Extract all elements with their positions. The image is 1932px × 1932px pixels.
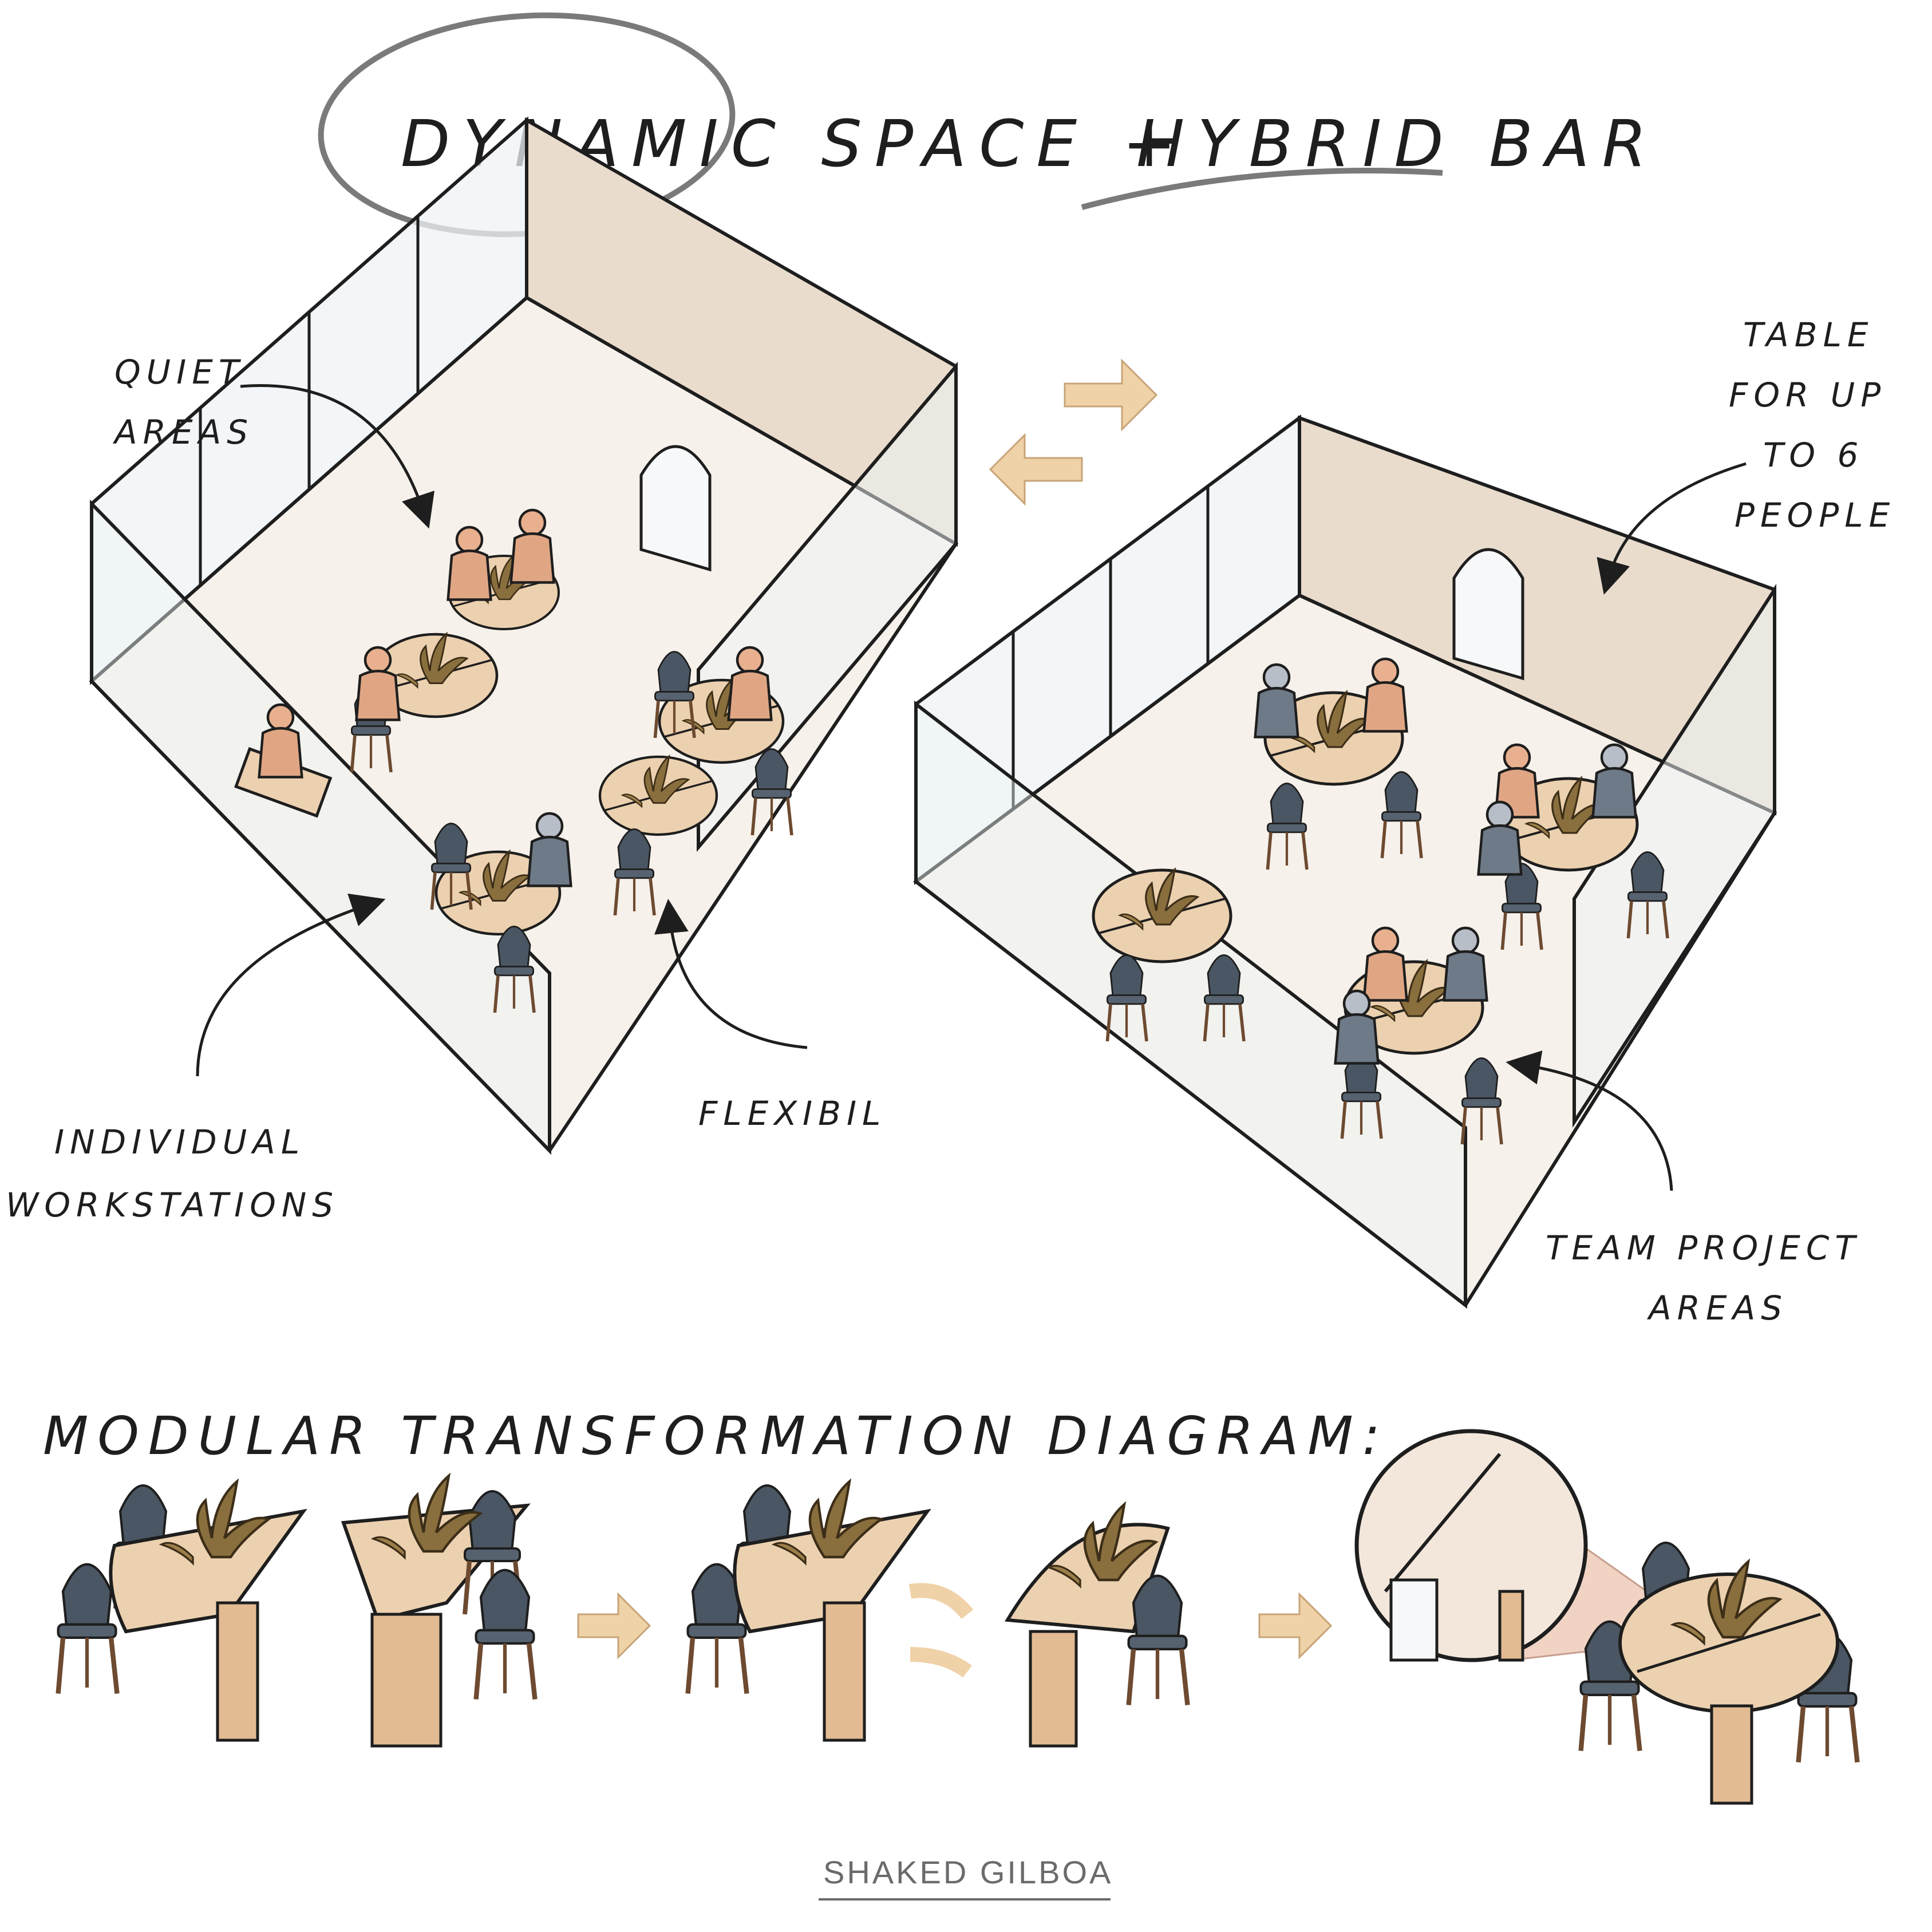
title-hybrid-bar: HYBRID BAR [1136, 107, 1659, 181]
label-for-up: FOR UP [1729, 376, 1886, 414]
label-table: TABLE [1743, 315, 1874, 354]
label-team-project: TEAM PROJECT [1546, 1228, 1861, 1267]
label-individual: INDIVIDUAL [54, 1123, 305, 1161]
flexibil-leader [654, 899, 808, 1049]
right-room-arched-door [1452, 548, 1524, 681]
left-room-front-glass [90, 499, 551, 1155]
left-room-labels: QUIET AREAS INDIVIDUAL WORKSTATIONS FLEX… [6, 353, 886, 1224]
right-room-illustration [913, 414, 1777, 1309]
label-workstations: WORKSTATIONS [6, 1186, 339, 1224]
left-room-arched-door [639, 445, 712, 572]
module-stage-3 [688, 1481, 974, 1742]
diagram-heading: MODULAR TRANSFORMATION DIAGRAM: [43, 1405, 1389, 1467]
module-stage-1 [58, 1481, 307, 1742]
arrow-right [1064, 358, 1158, 432]
label-people: PEOPLE [1735, 496, 1895, 535]
title-underline [1081, 168, 1443, 210]
module-stage-2 [341, 1476, 535, 1748]
stage-arrow-2 [1258, 1592, 1333, 1660]
quiet-areas-leader [240, 384, 434, 529]
module-stage-4 [1004, 1504, 1188, 1748]
right-room-labels: TABLE FOR UP TO 6 PEOPLE TEAM PROJECT AR… [1506, 315, 1895, 1327]
team-project-leader [1506, 1050, 1673, 1191]
table-for-6-leader [1597, 462, 1747, 595]
arrow-left [989, 433, 1083, 506]
right-room-right-glass [1573, 583, 1776, 1128]
right-room-front-glass [914, 700, 1467, 1309]
individual-workstations-leader [196, 894, 386, 1077]
left-room-illustration [89, 116, 959, 1155]
module-final-round-table [1354, 1429, 1858, 1805]
signature: SHAKED GILBOA [823, 1854, 1113, 1890]
label-to-6: TO 6 [1763, 436, 1864, 475]
label-areas: AREAS [112, 413, 254, 452]
stage-arrow-1 [577, 1592, 651, 1660]
label-quiet: QUIET [114, 353, 244, 392]
label-flexibil: FLEXIBIL [698, 1094, 886, 1133]
label-team-areas: AREAS [1646, 1289, 1788, 1327]
swap-arrows [989, 358, 1158, 506]
left-room-mullions [199, 216, 420, 586]
